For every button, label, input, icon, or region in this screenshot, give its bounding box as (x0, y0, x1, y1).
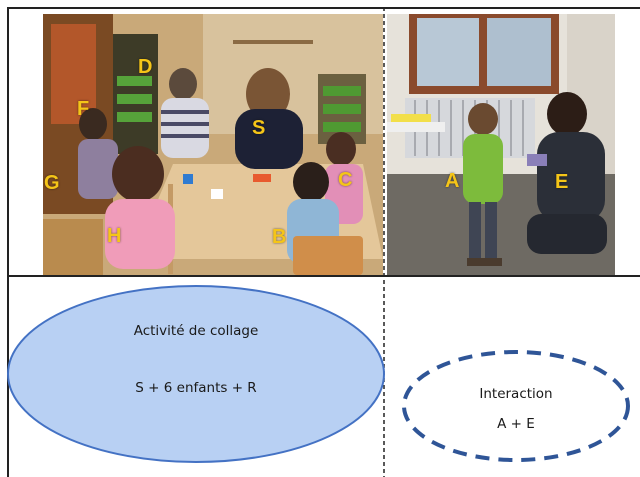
interaction-participants: A + E (497, 416, 535, 432)
collage-activity-participants: S + 6 enfants + R (135, 380, 257, 396)
interaction-title: Interaction (479, 386, 553, 402)
label-e: E (555, 171, 569, 193)
collage-activity-title: Activité de collage (133, 323, 259, 339)
classroom-photo (43, 14, 383, 275)
label-b: B (272, 226, 287, 248)
frame-middle-border (7, 275, 640, 277)
label-d: D (138, 56, 153, 78)
label-a: A (445, 170, 460, 192)
label-c: C (338, 169, 353, 191)
frame-left-border (7, 7, 9, 477)
column-divider (383, 7, 385, 477)
label-g: G (44, 172, 60, 194)
collage-activity-ellipse (7, 285, 385, 463)
interaction-photo (387, 14, 615, 275)
frame-top-border (7, 7, 640, 9)
label-s: S (252, 117, 266, 139)
interaction-ellipse (402, 350, 630, 462)
label-h: H (107, 225, 122, 247)
label-f: F (77, 98, 90, 120)
